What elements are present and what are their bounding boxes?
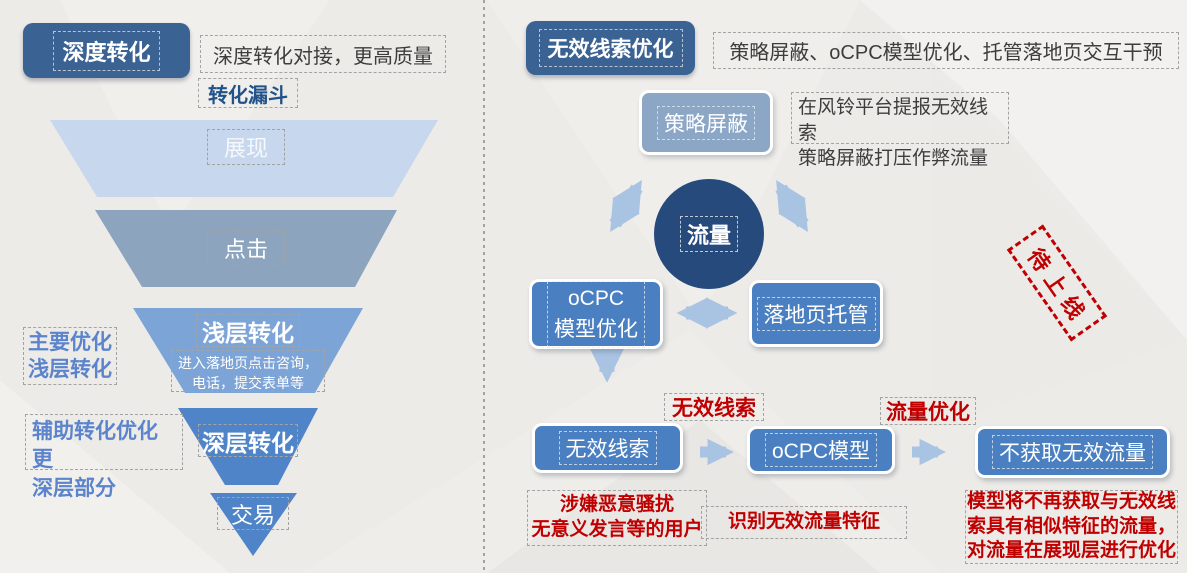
flow-caption-identify: 识别无效流量特征 xyxy=(701,506,907,539)
funnel-layer-click xyxy=(95,210,397,287)
funnel-label-shallow: 浅层转化 xyxy=(196,314,300,347)
primary-optimization-label: 主要优化 浅层转化 xyxy=(23,327,117,385)
strategy-block-label: 策略屏蔽 xyxy=(657,105,755,140)
flow-arrow1-label: 无效线索 xyxy=(664,393,764,421)
strategy-note-line1: 在风铃平台提报无效线索 xyxy=(798,97,989,144)
funnel-label-impression-text: 展现 xyxy=(223,136,268,161)
flow-caption-model: 模型将不再获取与无效线 索具有相似特征的流量， 对流量在展现层进行优化 xyxy=(965,490,1178,564)
funnel-shallow-subtext: 进入落地页点击咨询， 电话，提交表单等 xyxy=(171,350,325,392)
traffic-circle-label: 流量 xyxy=(679,216,738,252)
arrow-strategy-ocpc xyxy=(609,180,643,232)
funnel-label-impression: 展现 xyxy=(207,129,285,165)
strategy-note-line2: 策略屏蔽打压作弊流量 xyxy=(798,148,989,170)
deep-conversion-badge: 深度转化 xyxy=(23,23,190,78)
flow-arrow1-label-text: 无效线索 xyxy=(672,397,756,420)
deep-conversion-headline-text: 深度转化对接，更高质量 xyxy=(213,45,433,68)
landing-page-label: 落地页托管 xyxy=(756,296,876,331)
invalid-leads-badge-label: 无效线索优化 xyxy=(538,29,683,67)
flow-arrow2-label: 流量优化 xyxy=(880,397,976,425)
primary-optimization-line2: 浅层转化 xyxy=(28,358,112,381)
funnel-layer-impression xyxy=(50,120,438,197)
caption-harassment-line2: 无意义发言等的用户 xyxy=(531,519,703,540)
funnel-label-click-text: 点击 xyxy=(223,237,268,262)
caption-model-line2: 索具有相似特征的流量， xyxy=(966,515,1176,537)
flow-invalid-leads-label: 无效线索 xyxy=(558,431,657,465)
invalid-leads-headline-text: 策略屏蔽、oCPC模型优化、托管落地页交互干预 xyxy=(729,42,1163,64)
invalid-leads-badge: 无效线索优化 xyxy=(526,21,695,75)
flow-ocpc-model-box: oCPC模型 xyxy=(747,426,895,474)
deep-conversion-badge-label: 深度转化 xyxy=(53,30,160,71)
flow-arrow2-label-text: 流量优化 xyxy=(886,401,970,424)
invalid-leads-headline: 策略屏蔽、oCPC模型优化、托管落地页交互干预 xyxy=(713,32,1179,69)
strategy-block-note: 在风铃平台提报无效线索 策略屏蔽打压作弊流量 xyxy=(791,92,1009,169)
assist-optimization-line1: 辅助转化优化更 xyxy=(32,420,158,472)
flow-no-invalid-traffic-box: 不获取无效流量 xyxy=(975,426,1170,478)
funnel-label-deal: 交易 xyxy=(217,497,289,530)
conversion-funnel xyxy=(50,120,438,556)
traffic-arrows xyxy=(588,180,946,466)
flow-ocpc-model-label: oCPC模型 xyxy=(764,433,878,467)
funnel-shallow-subtext-line1: 进入落地页点击咨询， xyxy=(178,355,318,371)
ocpc-optimization-box: oCPC 模型优化 xyxy=(529,279,663,349)
assist-optimization-line2: 深层部分 xyxy=(32,476,116,500)
landing-page-box: 落地页托管 xyxy=(749,280,883,347)
funnel-label-deal-text: 交易 xyxy=(230,502,275,528)
funnel-title-text: 转化漏斗 xyxy=(208,84,288,107)
funnel-title: 转化漏斗 xyxy=(198,78,298,108)
flow-caption-harassment: 涉嫌恶意骚扰 无意义发言等的用户 xyxy=(527,490,707,546)
flow-invalid-leads-box: 无效线索 xyxy=(532,423,683,473)
deep-conversion-headline: 深度转化对接，更高质量 xyxy=(200,35,446,73)
strategy-block-box: 策略屏蔽 xyxy=(639,90,773,155)
traffic-circle: 流量 xyxy=(654,179,764,289)
caption-identify-text: 识别无效流量特征 xyxy=(727,511,880,533)
funnel-label-deep: 深层转化 xyxy=(198,424,298,457)
arrow-strategy-landing xyxy=(775,180,809,232)
primary-optimization-line1: 主要优化 xyxy=(28,330,112,354)
caption-model-line3: 对流量在展现层进行优化 xyxy=(966,540,1176,562)
funnel-shallow-subtext-line2: 电话，提交表单等 xyxy=(192,375,304,392)
funnel-label-deep-text: 深层转化 xyxy=(202,429,294,456)
caption-model-line1: 模型将不再获取与无效线 xyxy=(966,490,1176,512)
funnel-layer-deal xyxy=(210,493,297,556)
funnel-label-click: 点击 xyxy=(207,230,285,266)
funnel-layer-deep xyxy=(178,408,318,485)
funnel-label-shallow-text: 浅层转化 xyxy=(202,319,294,346)
ocpc-optimization-line2: 模型优化 xyxy=(554,318,638,341)
assist-optimization-label: 辅助转化优化更 深层部分 xyxy=(25,414,183,500)
caption-harassment-line1: 涉嫌恶意骚扰 xyxy=(559,494,674,516)
ocpc-optimization-line1: oCPC xyxy=(567,286,625,310)
flow-no-invalid-traffic-label: 不获取无效流量 xyxy=(992,435,1153,469)
